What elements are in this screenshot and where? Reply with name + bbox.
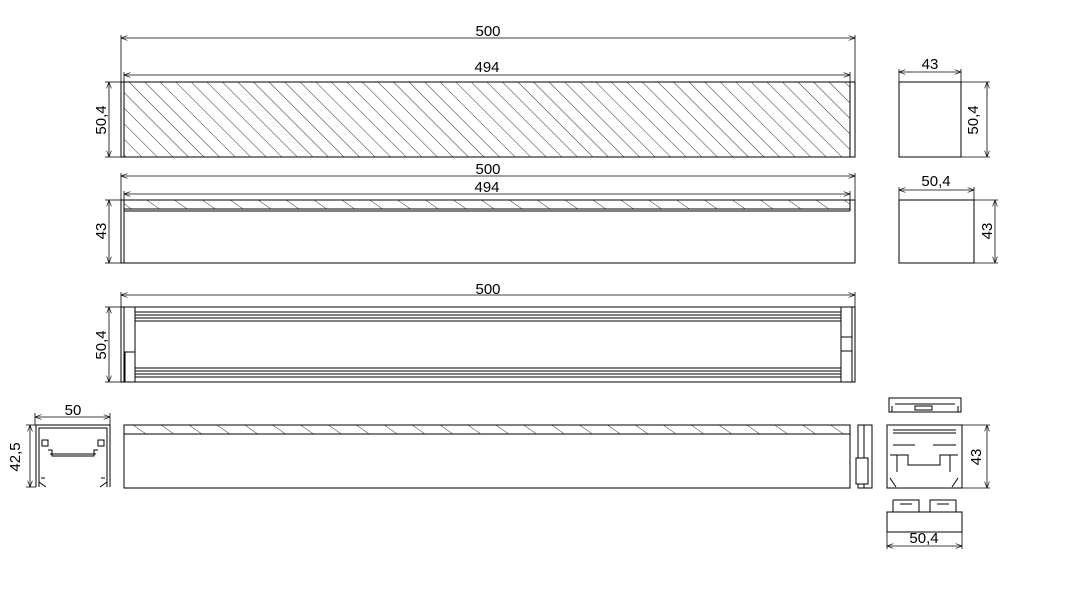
cap-bottom-outline [886,511,963,533]
dimension-height: 43 [968,449,985,466]
side-view: 500 494 43 [93,161,856,264]
profile-inner-wall [38,427,108,487]
dimension-height: 50,4 [93,105,110,134]
top-view: 500 494 50,4 [93,23,856,158]
hatched-strip [123,199,851,210]
cap-section-channel [890,454,958,466]
cap-section-top [893,429,956,434]
dimension-overall-length: 500 [475,23,500,40]
dimension-inner-length: 494 [474,179,499,196]
end-cap-plug [855,457,869,485]
end-view-side: 50,4 43 [898,173,998,264]
dimension-width: 50 [65,402,82,419]
profile-section: 50 42,5 [7,402,111,488]
end-cap-views: 43 50,4 [886,397,990,549]
end-cap-side-outer [864,424,873,489]
cap-bottom-tabs [893,499,956,512]
dimension-height: 50,4 [93,330,110,359]
end-cap-tab [124,351,136,383]
dimension-overall-length: 500 [475,281,500,298]
dimension-width: 50,4 [909,530,938,547]
dimension-height: 43 [93,223,110,240]
dimension-height: 43 [979,223,996,240]
dimension-width: 43 [922,56,939,73]
bottom-view: 500 50,4 [93,281,856,383]
dimension-width: 50,4 [921,173,950,190]
dimension-overall-length: 500 [475,161,500,178]
end-view-top: 43 50,4 [898,56,990,158]
hatched-strip [123,424,851,435]
profile-shape [35,424,111,487]
end-view-outline [898,81,962,158]
cap-section-lips [889,477,959,488]
hatched-cover [123,81,851,158]
cap-section-outline [886,424,963,489]
cap-top-notch [914,405,933,411]
end-view-outline [898,199,975,264]
profile-slot [41,439,49,447]
profile-outline [120,306,856,383]
cap-top-outline [888,397,962,413]
dimension-height: 50,4 [965,105,982,134]
cap-bottom-tab-walls [892,500,957,512]
profile-lip [38,481,108,488]
front-view [123,424,873,489]
dimension-inner-length: 494 [474,59,499,76]
dimension-height: 42,5 [7,442,24,471]
cap-top-detail [891,403,959,412]
profile-outline [123,424,851,489]
profile-slot [97,439,105,447]
profile-channel [48,449,98,457]
cap-section-walls [896,455,951,472]
end-cap-tab [840,336,853,352]
